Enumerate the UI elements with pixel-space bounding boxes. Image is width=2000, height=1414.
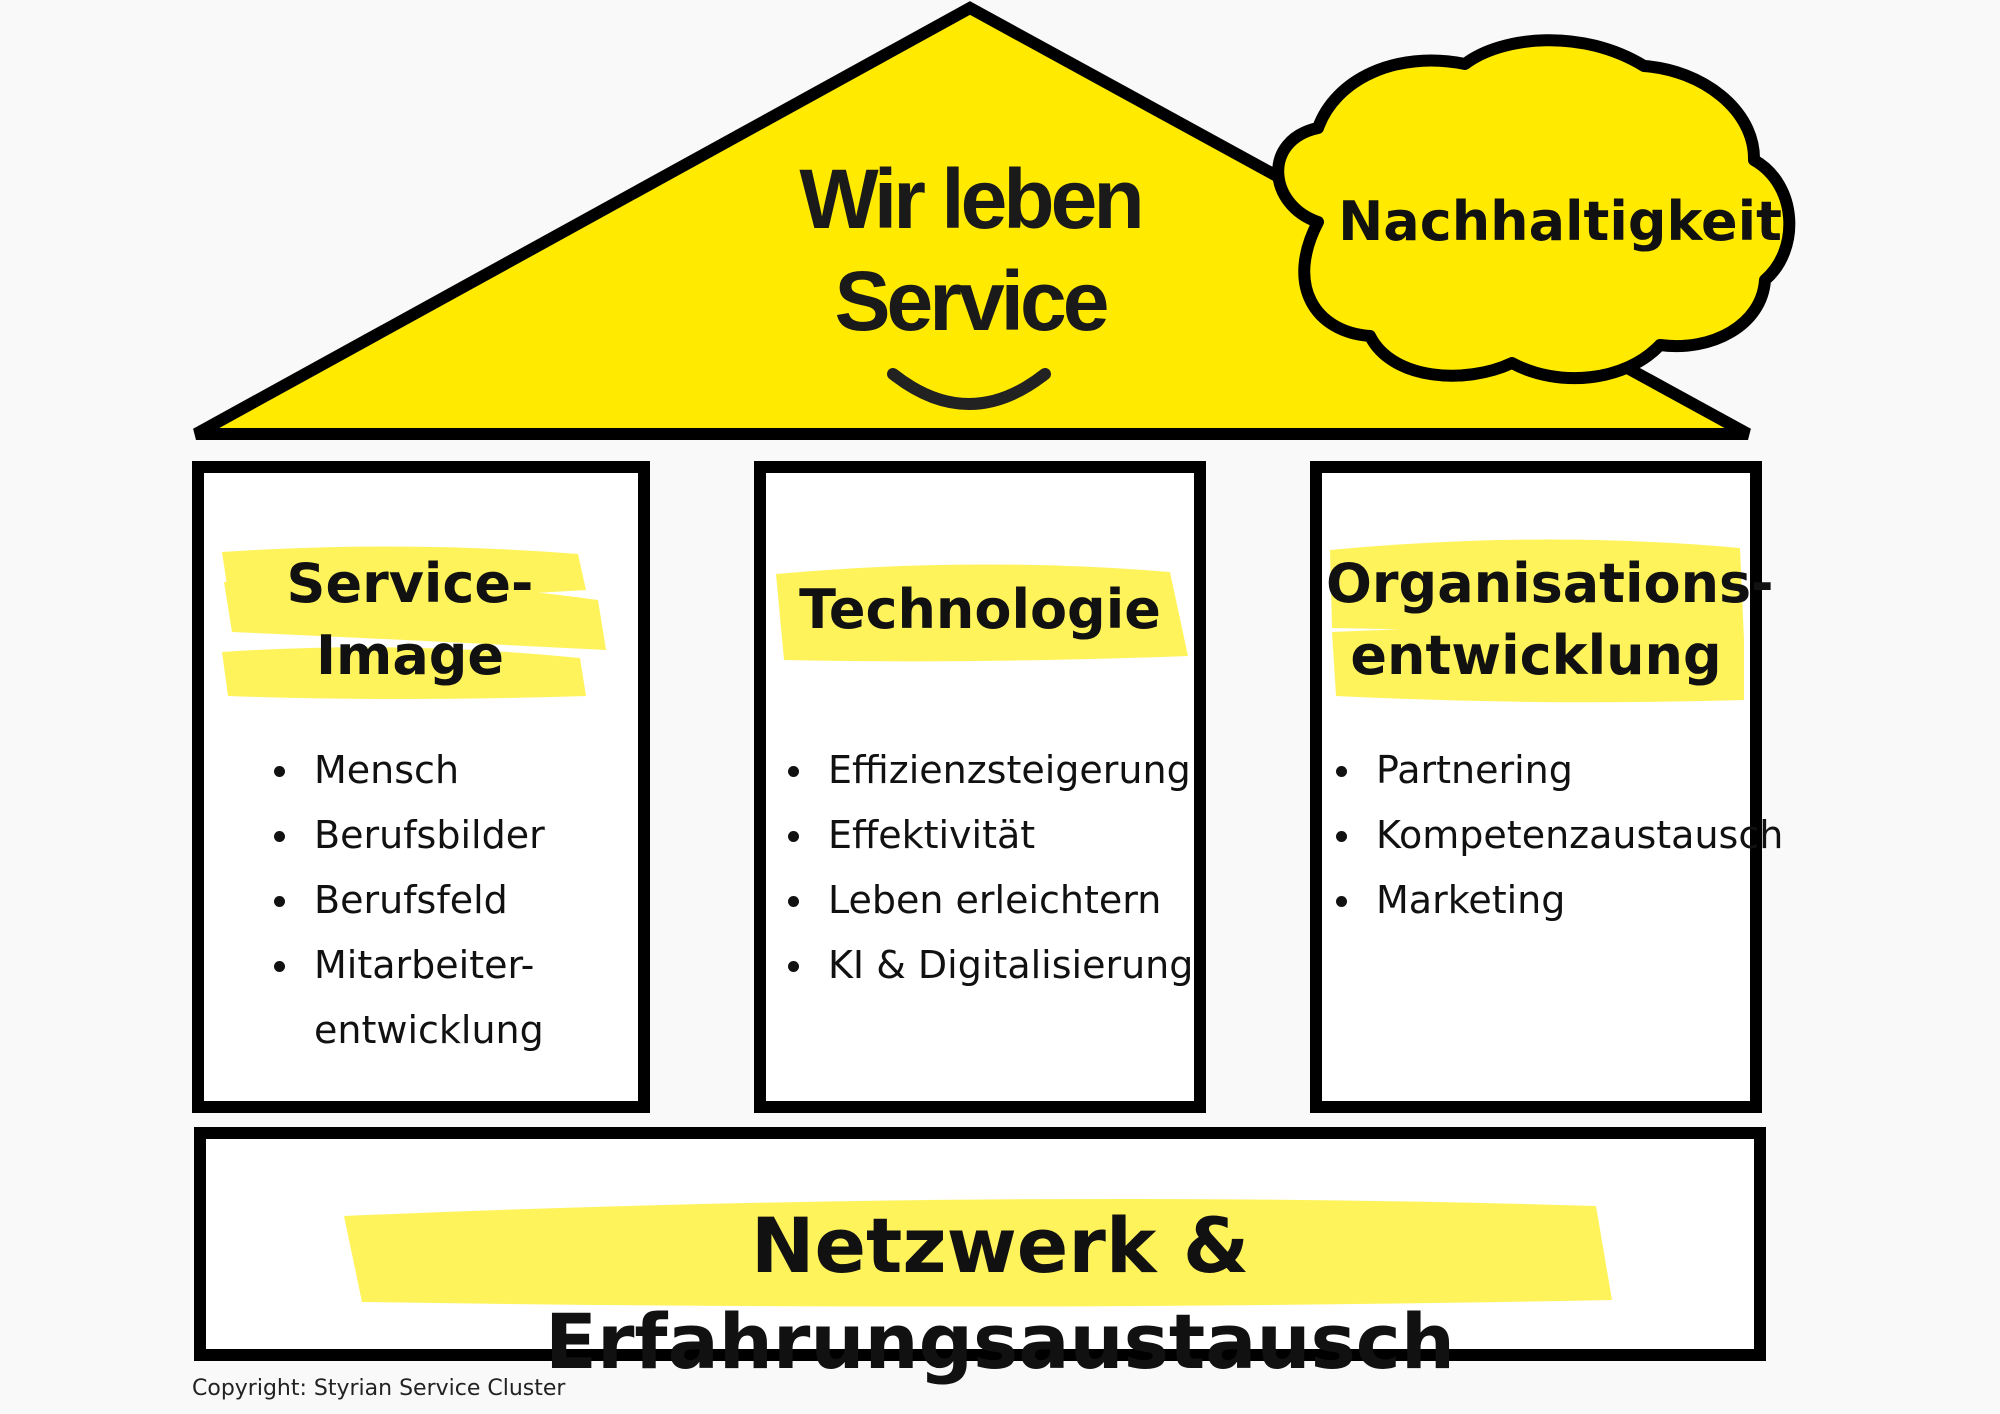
highlighter-strokes bbox=[222, 539, 1744, 1307]
list-item: Leben erleichtern bbox=[788, 868, 1193, 933]
cloud-label: Nachhaltigkeit bbox=[1338, 190, 1782, 253]
copyright-note: Copyright: Styrian Service Cluster bbox=[192, 1376, 566, 1401]
list-item: Mitarbeiter- entwicklung bbox=[274, 933, 545, 1063]
pillar-title-line2: entwicklung bbox=[1350, 624, 1722, 687]
list-item: Marketing bbox=[1336, 868, 1783, 933]
foundation-label: Netzwerk & Erfahrungsaustausch bbox=[545, 1201, 1455, 1386]
list-item-text: Kompetenzaustausch bbox=[1376, 813, 1784, 857]
pillar-title-line2: Image bbox=[315, 624, 505, 687]
roof-slogan-line1: Wir leben bbox=[799, 152, 1144, 246]
pillar-title-service-image: Service- Image bbox=[210, 548, 610, 692]
roof-slogan: Wir leben Service bbox=[700, 148, 1240, 352]
cloud-shape bbox=[1272, 34, 1796, 385]
list-item-text: Effizienzsteigerung bbox=[828, 748, 1191, 792]
pillar-list-organisationsentwicklung: Partnering Kompetenzaustausch Marketing bbox=[1336, 738, 1783, 933]
list-item: Effizienzsteigerung bbox=[788, 738, 1193, 803]
pillar-title-line1: Service- bbox=[286, 552, 534, 615]
list-item-text: Berufsbilder bbox=[314, 813, 545, 857]
list-item-text: Mensch bbox=[314, 748, 460, 792]
list-item: Mensch bbox=[274, 738, 545, 803]
pillar-title-line1: Technologie bbox=[799, 578, 1161, 641]
list-item: Berufsbilder bbox=[274, 803, 545, 868]
list-item-text: Marketing bbox=[1376, 878, 1566, 922]
pillar-list-technologie: Effizienzsteigerung Effektivität Leben e… bbox=[788, 738, 1193, 998]
list-item: Berufsfeld bbox=[274, 868, 545, 933]
pillar-title-line1: Organisations- bbox=[1326, 552, 1774, 615]
list-item-text-continued: entwicklung bbox=[314, 1008, 544, 1052]
list-item: Kompetenzaustausch bbox=[1336, 803, 1783, 868]
list-item-text: Leben erleichtern bbox=[828, 878, 1162, 922]
roof-slogan-line2: Service bbox=[834, 254, 1110, 348]
list-item-text: Partnering bbox=[1376, 748, 1573, 792]
list-item: KI & Digitalisierung bbox=[788, 933, 1193, 998]
pillar-list-service-image: Mensch Berufsbilder Berufsfeld Mitarbeit… bbox=[274, 738, 545, 1063]
list-item-text: Mitarbeiter- bbox=[314, 943, 535, 987]
pillar-title-organisationsentwicklung: Organisations- entwicklung bbox=[1326, 548, 1774, 692]
list-item: Effektivität bbox=[788, 803, 1193, 868]
list-item: Partnering bbox=[1336, 738, 1783, 803]
smile-icon bbox=[887, 368, 1051, 410]
pillar-title-technologie: Technologie bbox=[770, 574, 1190, 646]
list-item-text: KI & Digitalisierung bbox=[828, 943, 1194, 987]
list-item-text: Effektivität bbox=[828, 813, 1036, 857]
list-item-text: Berufsfeld bbox=[314, 878, 508, 922]
